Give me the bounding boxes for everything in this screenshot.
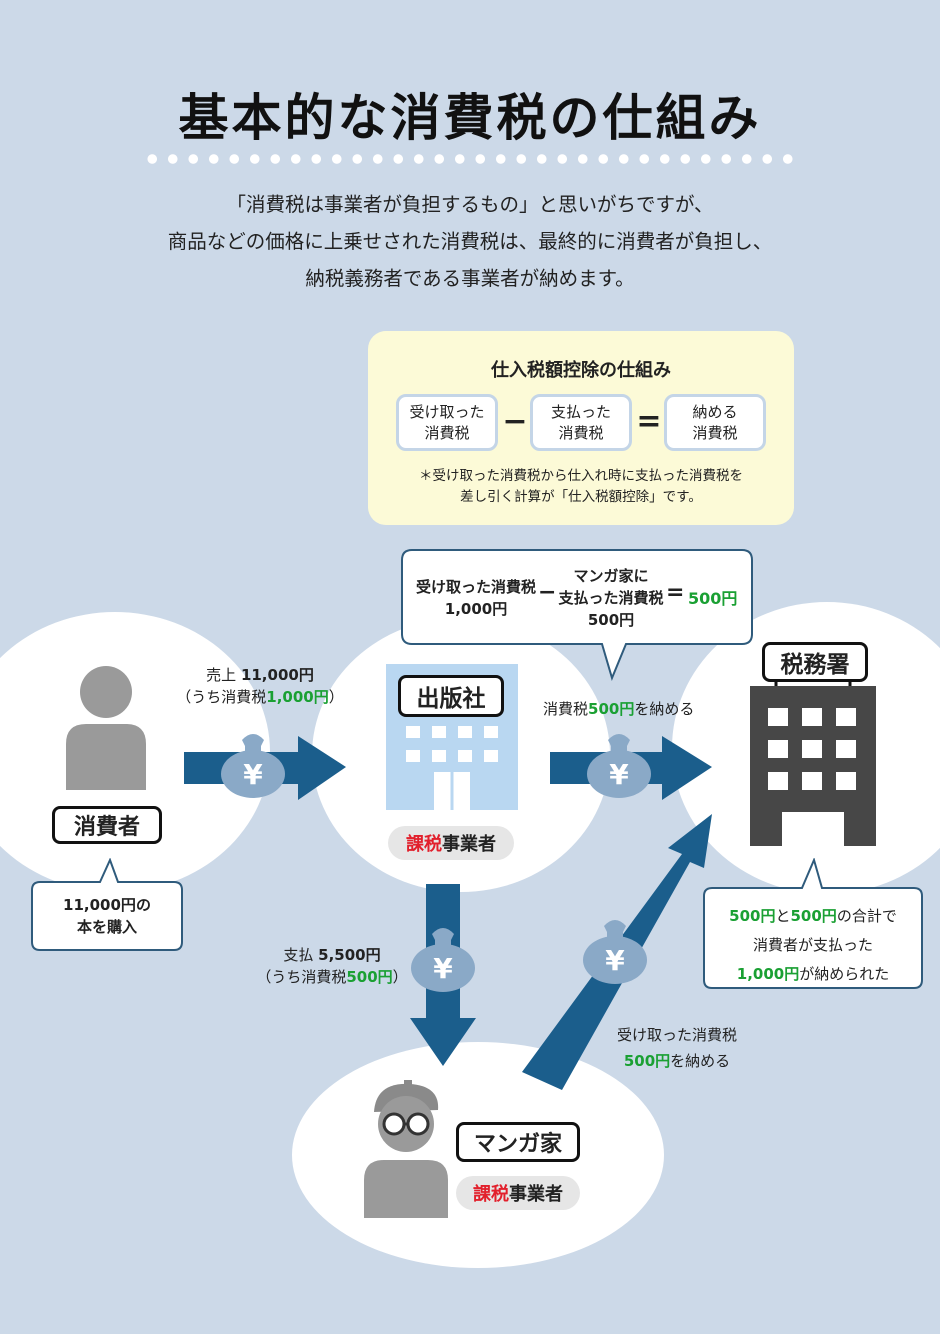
formula-pay-line1: 納める (692, 402, 738, 421)
formula-paid-line1: 支払った (550, 402, 611, 421)
consumer-person-icon (62, 664, 150, 794)
tax-callout-amount2: 500円 (790, 907, 837, 925)
calc-received-label: 受け取った消費税 (415, 578, 536, 596)
money-bag-icon: ¥ (578, 912, 652, 986)
formula-received-line2: 消費税 (424, 423, 470, 442)
publisher-badge-taxable: 課税 (406, 834, 442, 855)
consumer-callout-amount: 11,000円 (63, 896, 136, 914)
manga-badge-taxable: 課税 (473, 1184, 509, 1205)
intro-line-2: 商品などの価格に上乗せされた消費税は、最終的に消費者が負担し、 (167, 230, 773, 253)
yen-symbol: ¥ (609, 758, 629, 791)
tax-callout-amount1: 500円 (729, 907, 776, 925)
calc-result: 500円 (688, 589, 738, 608)
consumer-callout-line2: 本を購入 (76, 918, 137, 936)
money-bag-icon: ¥ (582, 726, 656, 800)
artist-pay-amount: 500円 (623, 1052, 671, 1070)
formula-equals: = (636, 404, 662, 439)
manga-label: マンガ家 (456, 1122, 580, 1162)
money-bag-icon: ¥ (406, 920, 480, 994)
tax-office-building-icon (746, 640, 880, 850)
formula-received-box: 受け取った 消費税 (396, 394, 498, 451)
calc-paid-amount: 500円 (587, 611, 635, 629)
deduction-note-line2: 差し引く計算が「仕入税額控除」です。 (460, 489, 702, 505)
money-bag-icon: ¥ (216, 726, 290, 800)
intro-line-3: 納税義務者である事業者が納めます。 (305, 267, 635, 290)
formula-pay-box: 納める 消費税 (664, 394, 766, 451)
tax-callout-and: と (775, 907, 791, 925)
consumer-callout-bubble (31, 858, 183, 951)
tax-callout-line3-suffix: が納められた (799, 965, 890, 983)
tax-office-callout-text: 500円と500円の合計で 消費者が支払った 1,000円が納められた (704, 902, 922, 989)
deduction-note-line1: ＊受け取った消費税から仕入れ時に支払った消費税を (419, 468, 743, 484)
sale-text: 売上 11,000円 （うち消費税1,000円） (160, 664, 360, 708)
page-title: 基本的な消費税の仕組み (178, 89, 762, 147)
manga-artist-icon (360, 1080, 452, 1220)
formula-pay-line2: 消費税 (692, 423, 738, 442)
calc-equals: = (666, 580, 685, 605)
formula-paid-box: 支払った 消費税 (530, 394, 632, 451)
calc-paid: マンガ家に 支払った消費税 500円 (552, 565, 670, 631)
consumer-label: 消費者 (52, 806, 162, 844)
dotted-divider (142, 153, 798, 165)
calc-received: 受け取った消費税 1,000円 (408, 576, 544, 620)
calc-paid-line1: マンガ家に (573, 567, 649, 585)
tax-office-callout-bubble (703, 858, 923, 989)
publisher-badge: 課税事業者 (388, 826, 514, 860)
formula-minus: − (502, 404, 528, 439)
calc-received-amount: 1,000円 (444, 600, 508, 618)
calc-paid-line2: 支払った消費税 (558, 589, 664, 607)
manga-badge: 課税事業者 (456, 1176, 580, 1210)
pay-tax-prefix: 消費税 (543, 700, 589, 718)
sale-tax-suffix: ） (328, 688, 344, 706)
yen-symbol: ¥ (433, 952, 453, 985)
formula-paid-line2: 消費税 (558, 423, 604, 442)
payment-tax-prefix: （うち消費税 (256, 968, 347, 986)
intro-line-1: 「消費税は事業者が負担するもの」と思いがちですが、 (226, 193, 714, 216)
payment-amount: 5,500円 (318, 946, 381, 964)
tax-callout-suffix: の合計で (836, 907, 897, 925)
sale-tax-amount: 1,000円 (266, 688, 329, 706)
payment-text: 支払 5,500円 （うち消費税500円） (236, 944, 428, 988)
tax-callout-line2: 消費者が支払った (752, 936, 873, 954)
yen-symbol: ¥ (605, 944, 625, 977)
formula-received-line1: 受け取った (409, 402, 485, 421)
pay-tax-text: 消費税500円を納める (543, 698, 694, 720)
pay-tax-suffix: を納める (634, 700, 695, 718)
publisher-badge-rest: 事業者 (442, 834, 496, 855)
consumer-callout-text: 11,000円の 本を購入 (32, 894, 182, 938)
artist-pay-suffix: を納める (670, 1052, 731, 1070)
deduction-note: ＊受け取った消費税から仕入れ時に支払った消費税を 差し引く計算が「仕入税額控除」… (368, 466, 794, 508)
consumer-callout-suffix: の (135, 896, 151, 914)
payment-tax-amount: 500円 (346, 968, 393, 986)
pay-tax-amount: 500円 (588, 700, 635, 718)
artist-pay-text: 受け取った消費税 500円を納める (602, 1022, 752, 1074)
payment-prefix: 支払 (283, 946, 319, 964)
deduction-title: 仕入税額控除の仕組み (491, 360, 671, 381)
sale-prefix: 売上 (206, 666, 241, 684)
sale-amount: 11,000円 (240, 666, 314, 684)
calc-callout-bubble (401, 549, 753, 682)
tax-callout-amount3: 1,000円 (736, 965, 800, 983)
manga-badge-rest: 事業者 (509, 1184, 563, 1205)
artist-pay-line1: 受け取った消費税 (616, 1026, 737, 1044)
tax-office-sign: 税務署 (762, 642, 868, 682)
calc-minus: − (538, 580, 557, 605)
publisher-sign: 出版社 (398, 675, 504, 717)
payment-tax-suffix: ） (392, 968, 408, 986)
intro-text: 「消費税は事業者が負担するもの」と思いがちですが、 商品などの価格に上乗せされた… (0, 186, 940, 297)
yen-symbol: ¥ (243, 758, 263, 791)
sale-tax-prefix: （うち消費税 (176, 688, 267, 706)
